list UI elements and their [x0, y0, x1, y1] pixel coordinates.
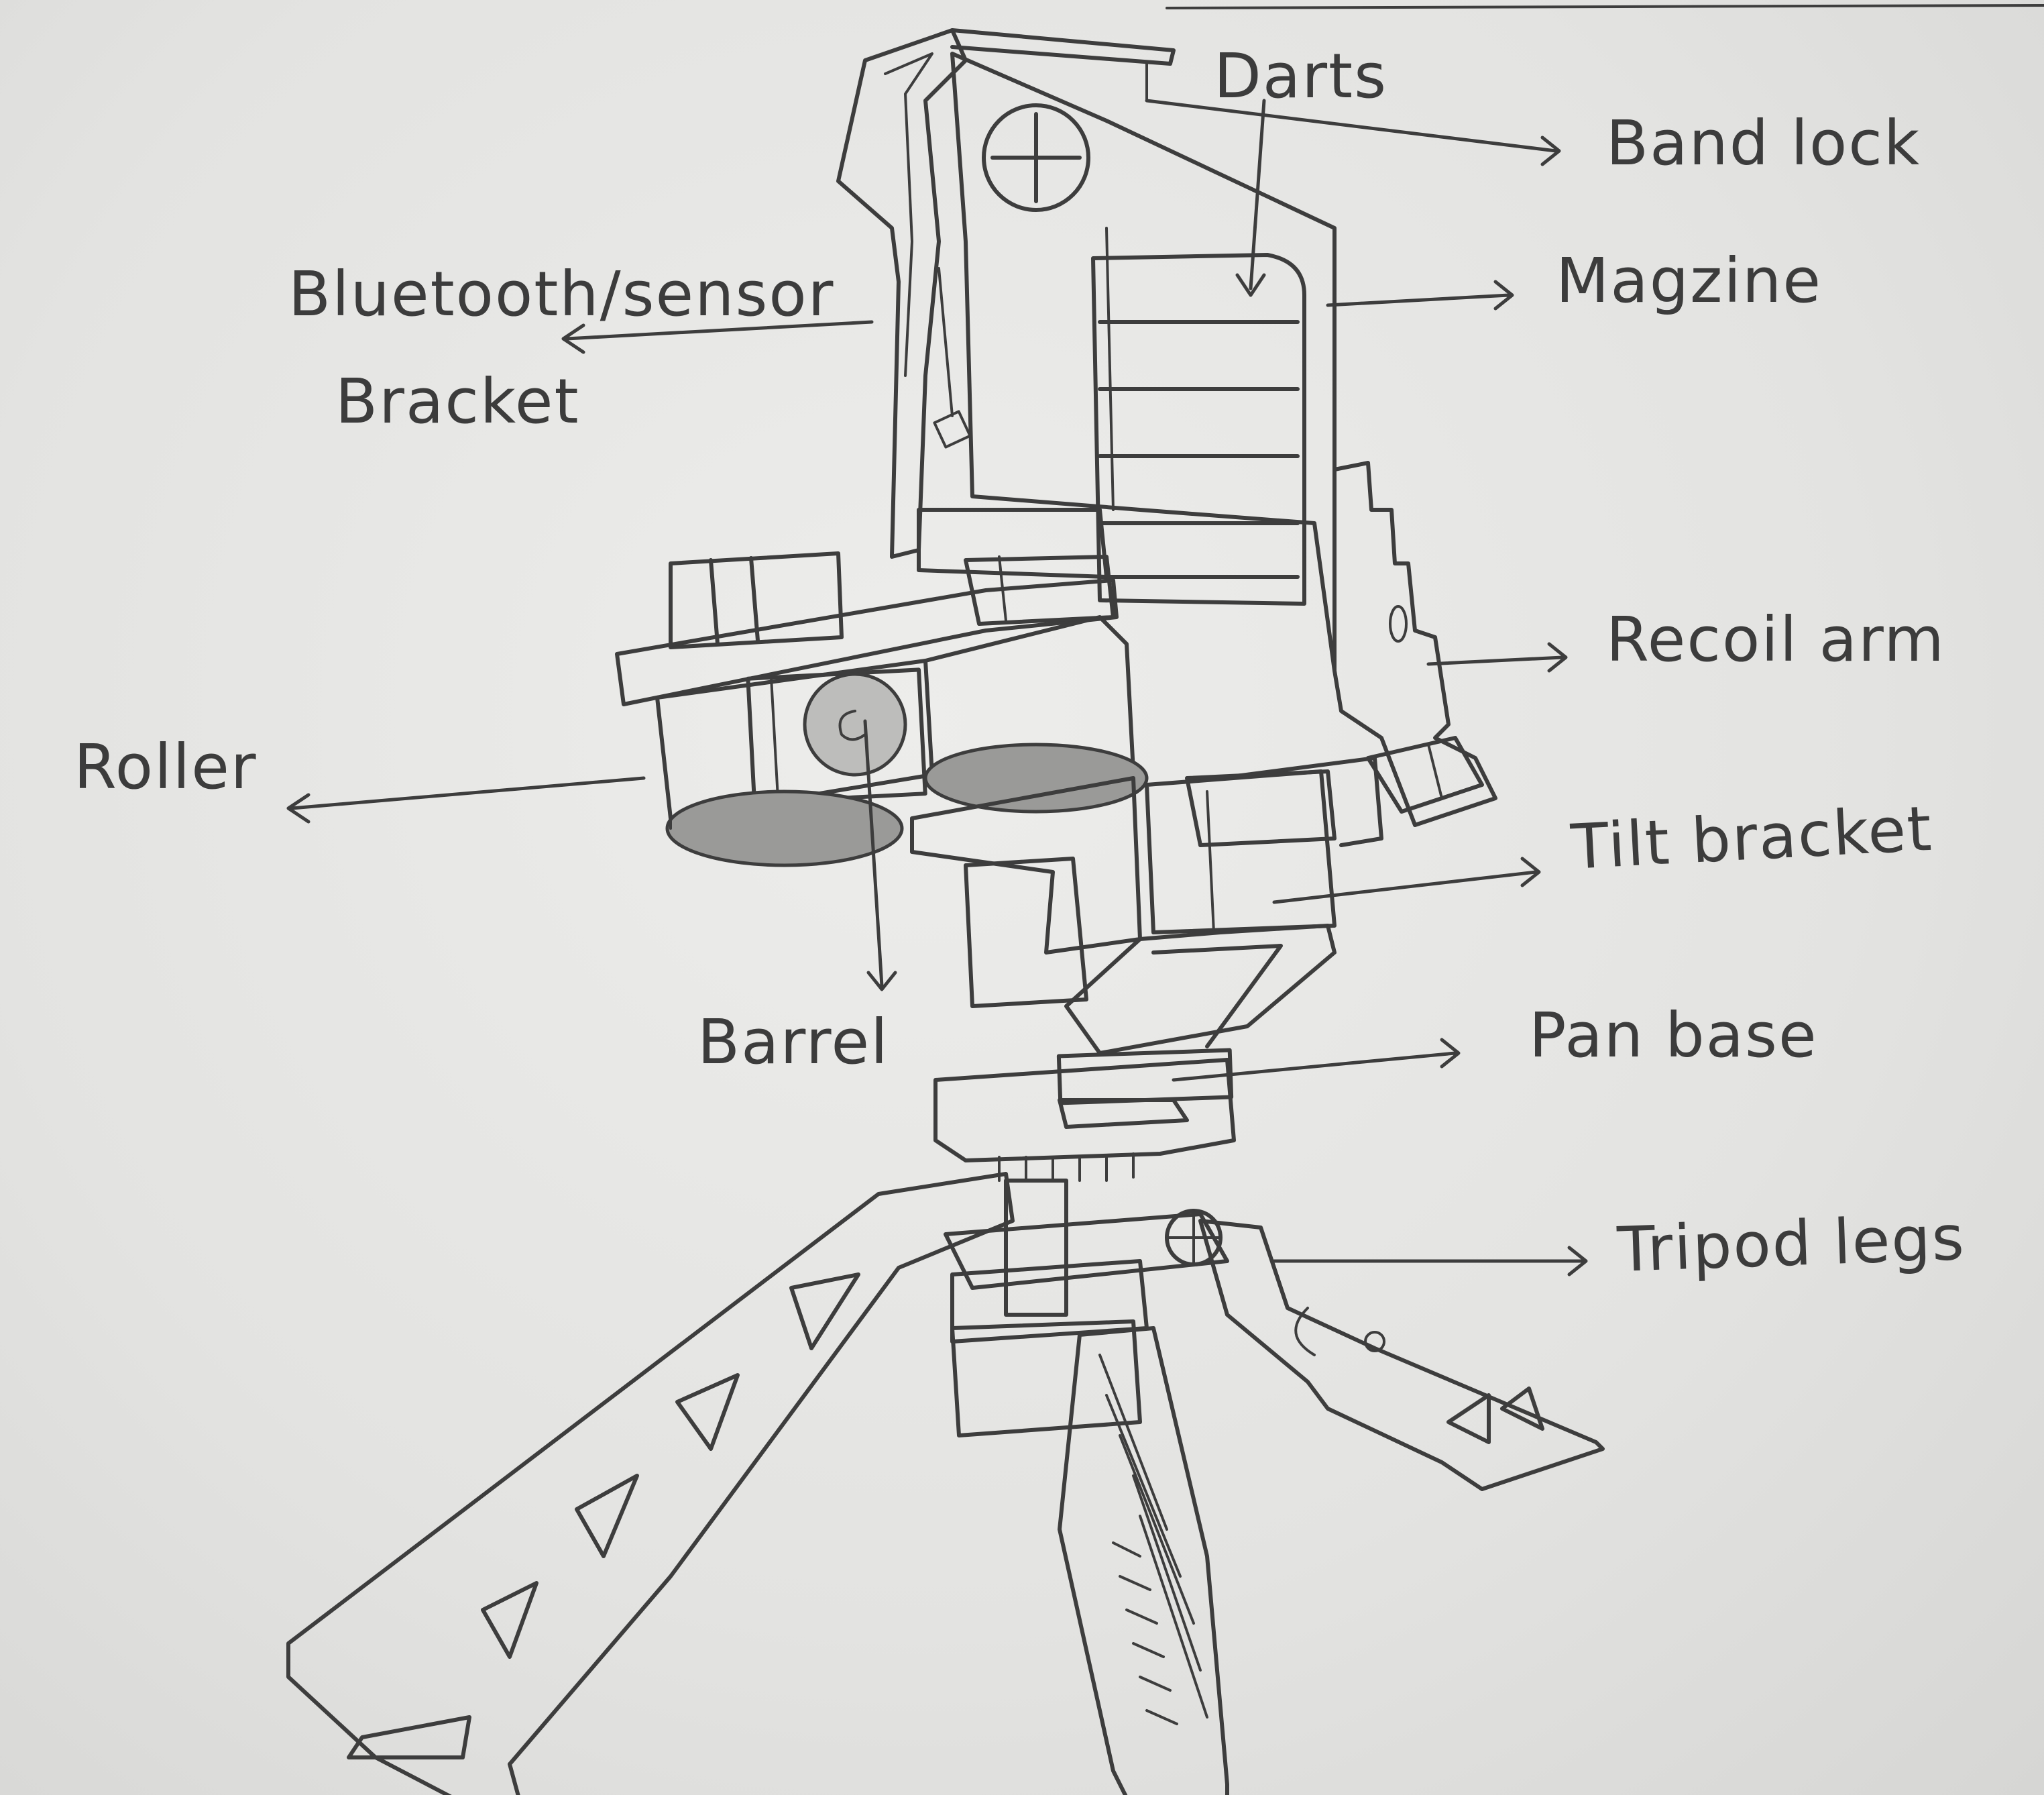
- label-pan-base: Pan base: [1529, 999, 1818, 1071]
- label-magazine: Magzine: [1556, 245, 1822, 317]
- label-darts: Darts: [1214, 40, 1387, 112]
- label-roller: Roller: [74, 731, 258, 803]
- label-bluetooth-sensor: Bluetooth/sensor: [288, 258, 835, 330]
- pan-base-drawing: [935, 1050, 1234, 1181]
- magazine-drawing: [952, 54, 1335, 671]
- paper-rule-line: [1167, 5, 2044, 8]
- tripod-legs-drawing: [288, 1174, 1603, 1795]
- recoil-arm-drawing: [1335, 463, 1495, 825]
- label-recoil-arm: Recoil arm: [1606, 604, 1945, 675]
- label-barrel: Barrel: [697, 1006, 889, 1078]
- band-lock-drawing: [952, 30, 1174, 101]
- sensor-bracket-drawing: [838, 30, 970, 557]
- roller-assembly-drawing: [617, 510, 1147, 865]
- label-tripod-legs: Tripod legs: [1616, 1202, 1966, 1286]
- label-band-lock: Band lock: [1606, 107, 1921, 179]
- label-bracket: Bracket: [335, 366, 580, 437]
